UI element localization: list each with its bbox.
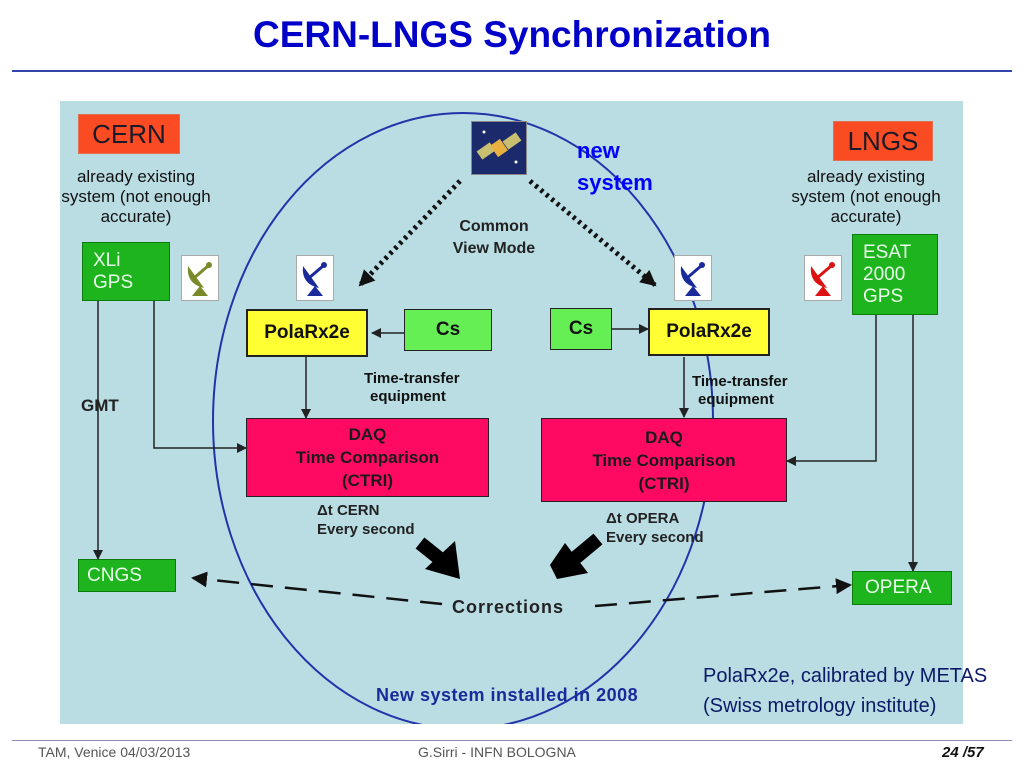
diagram-connectors: [93, 112, 918, 724]
satellite-dish-icon: [804, 255, 842, 301]
daq-box-left: DAQ Time Comparison (CTRI): [246, 418, 489, 497]
title-divider: [12, 70, 1012, 72]
corrections-arrow-right: [594, 578, 852, 608]
polarx2e-right: PolaRx2e: [648, 308, 770, 356]
corrections-arrow-left: [191, 571, 443, 606]
delta-t-opera-label: Δt OPERA Every second: [606, 510, 704, 546]
satellite-dish-icon: [181, 255, 219, 301]
installed-note: New system installed in 2008: [376, 685, 639, 705]
footer-left: TAM, Venice 04/03/2013: [38, 744, 191, 760]
calibration-caption: PolaRx2e, calibrated by METAS (Swiss met…: [703, 665, 988, 717]
diagram-panel: CERN LNGS already existing system (not e…: [60, 101, 963, 724]
satellite-icon: [471, 121, 527, 175]
lngs-box: LNGS: [833, 121, 933, 161]
opera-box: OPERA: [852, 571, 952, 605]
cern-correction-arrow: [415, 537, 460, 579]
xli-to-daq: [153, 301, 247, 453]
page-number: 24 /57: [942, 744, 984, 761]
common-view-label: Common View Mode: [452, 218, 536, 257]
gmt-label: GMT: [81, 396, 119, 415]
common-view-arrow-right: [528, 179, 657, 287]
satellite-dish-icon: [674, 255, 712, 301]
delta-t-cern-label: Δt CERN Every second: [317, 502, 415, 538]
cs-clock-left: Cs: [404, 309, 492, 351]
footer-center: G.Sirri - INFN BOLOGNA: [418, 744, 576, 760]
time-transfer-label-right: Time-transfer equipment: [692, 373, 788, 408]
footer-divider: [12, 740, 1012, 741]
slide-title: CERN-LNGS Synchronization: [252, 14, 772, 55]
corrections-label: Corrections: [452, 597, 565, 617]
existing-note-left: already existing system (not enough accu…: [61, 167, 211, 226]
satellite-dish-icon: [296, 255, 334, 301]
esat-to-daq: [786, 315, 877, 466]
opera-correction-arrow: [550, 533, 603, 579]
new-system-label: new system: [577, 138, 653, 195]
daq-box-right: DAQ Time Comparison (CTRI): [541, 418, 787, 502]
common-view-arrow-left: [358, 179, 462, 287]
existing-note-right: already existing system (not enough accu…: [791, 167, 941, 226]
cs-clock-right: Cs: [550, 308, 612, 350]
time-transfer-label-left: Time-transfer equipment: [364, 370, 460, 405]
cngs-box: CNGS: [78, 559, 176, 592]
polarx2e-left: PolaRx2e: [246, 309, 368, 357]
cern-box: CERN: [78, 114, 180, 154]
